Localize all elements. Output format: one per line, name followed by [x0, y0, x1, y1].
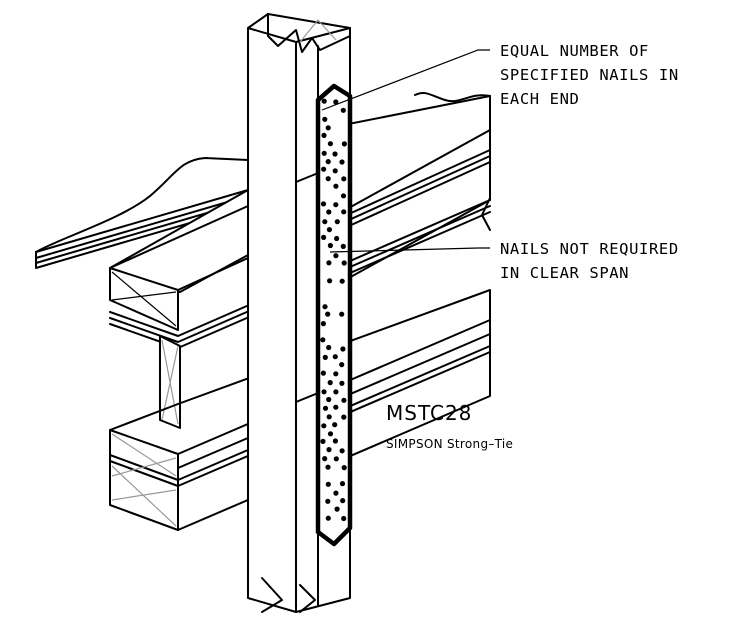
nail-hole	[339, 362, 345, 368]
nail-hole	[325, 464, 331, 470]
nail-hole	[325, 311, 331, 317]
nail-hole	[321, 98, 327, 104]
nail-hole	[326, 414, 332, 420]
callout-clear-span-line1: NAILS NOT REQUIRED	[500, 240, 679, 258]
nail-hole	[320, 438, 326, 444]
mstc28-strap	[315, 83, 353, 547]
nail-hole	[332, 438, 338, 444]
nail-hole	[334, 506, 340, 512]
nail-hole	[341, 141, 347, 147]
nail-hole	[327, 242, 333, 249]
callout-clear-span-line2: IN CLEAR SPAN	[500, 264, 629, 282]
nail-hole	[341, 397, 347, 403]
nail-hole	[326, 447, 332, 453]
nail-hole	[340, 107, 346, 113]
nail-hole	[339, 311, 345, 317]
nail-hole	[322, 219, 328, 225]
nail-hole	[322, 354, 328, 360]
nail-hole	[321, 234, 327, 240]
nail-hole	[322, 456, 328, 462]
nail-hole	[321, 423, 327, 429]
nail-hole	[321, 389, 327, 395]
nail-hole	[326, 227, 332, 233]
nail-hole	[326, 344, 332, 351]
nail-hole	[320, 321, 326, 327]
nail-hole	[333, 183, 339, 189]
nail-hole	[321, 132, 327, 138]
nail-hole	[332, 168, 338, 174]
nail-hole	[333, 389, 339, 395]
nail-hole	[326, 209, 332, 215]
nail-hole	[327, 380, 333, 386]
leader-lines	[321, 49, 490, 253]
nail-hole	[322, 405, 329, 411]
nail-hole	[327, 278, 333, 284]
model-label: MSTC28	[386, 401, 472, 425]
nail-hole	[325, 125, 331, 131]
nail-hole	[327, 431, 334, 437]
nail-hole	[333, 490, 339, 496]
nail-hole	[325, 159, 331, 165]
nail-hole	[341, 515, 347, 522]
nail-hole	[320, 201, 327, 207]
nail-hole	[332, 422, 338, 428]
nail-hole	[341, 465, 347, 471]
nail-hole	[333, 253, 339, 259]
nail-hole	[341, 209, 347, 215]
nail-hole	[334, 235, 340, 242]
nail-hole	[321, 150, 327, 156]
nail-hole	[339, 380, 345, 386]
nail-hole	[334, 219, 340, 225]
nail-hole	[325, 498, 331, 504]
nail-hole	[333, 456, 339, 462]
nail-hole	[340, 193, 347, 199]
brand-label: SIMPSON Strong–Tie	[386, 437, 513, 451]
nail-hole	[339, 278, 345, 284]
nail-hole	[340, 498, 346, 504]
nail-hole	[325, 515, 331, 521]
nail-hole	[320, 370, 326, 376]
nail-hole	[332, 151, 338, 157]
blocking-post	[159, 335, 181, 429]
nail-hole	[341, 414, 347, 420]
upper-subfloor-sheet	[35, 157, 249, 269]
nail-hole	[333, 404, 339, 410]
callout-nails-end-line2: SPECIFIED NAILS IN	[500, 66, 679, 84]
nail-hole	[325, 176, 331, 182]
callout-nails-end-line3: EACH END	[500, 90, 579, 108]
nail-hole	[325, 481, 331, 487]
nail-hole	[332, 354, 338, 360]
nail-hole	[333, 99, 339, 105]
nail-hole	[339, 159, 345, 165]
nail-hole	[333, 371, 339, 377]
nail-hole	[340, 243, 346, 249]
callout-nails-end-line1: EQUAL NUMBER OF	[500, 42, 649, 60]
nail-hole	[339, 481, 346, 487]
nail-hole	[340, 346, 346, 352]
nail-hole	[322, 304, 328, 310]
nail-hole	[341, 176, 347, 182]
nail-hole	[322, 116, 328, 122]
nail-hole	[326, 260, 332, 266]
nail-holes	[320, 98, 347, 522]
nail-hole	[326, 396, 332, 403]
nail-hole	[320, 337, 326, 343]
nail-hole	[333, 202, 339, 208]
nail-hole	[327, 141, 333, 147]
nail-hole	[341, 260, 347, 266]
nail-hole	[339, 448, 345, 454]
nail-hole	[321, 166, 327, 172]
